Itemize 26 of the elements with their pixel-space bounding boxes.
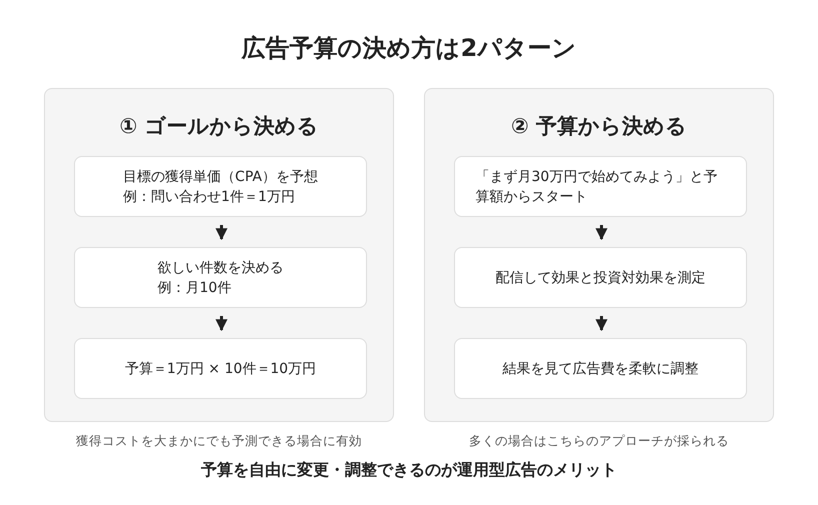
arrow	[596, 316, 608, 332]
panel-heading: ② 予算から決める	[510, 113, 688, 140]
diagram-title: 広告予算の決め方は2パターン	[242, 33, 576, 64]
arrow	[216, 225, 228, 240]
step-box	[454, 338, 747, 399]
step-text: 例：月10件	[158, 278, 232, 298]
step-text: 配信して効果と投資対効果を測定	[496, 268, 706, 288]
panel	[44, 88, 394, 422]
arrow	[216, 316, 228, 332]
footer-note: 予算を自由に変更・調整できるのが運用型広告のメリット	[201, 459, 617, 481]
step-text: 欲しい件数を決める	[158, 258, 284, 278]
step-box	[74, 156, 367, 217]
step-text: 予算＝1万円 × 10件＝10万円	[124, 360, 316, 378]
step-text: 目標の獲得単価（CPA）を予想	[123, 168, 318, 186]
panel-note: 多くの場合はこちらのアプローチが採られる	[468, 432, 730, 450]
step-box	[454, 247, 747, 308]
panel	[424, 88, 774, 422]
step-text: 「まず月30万円で始めてみよう」と予算額からスタート	[476, 168, 718, 206]
step-text: 結果を見て広告費を柔軟に調整	[502, 360, 698, 378]
step-box	[454, 156, 747, 217]
panel-note: 獲得コストを大まかにでも予測できる場合に有効	[75, 432, 363, 450]
step-text: 例：問い合わせ1件＝1万円	[123, 188, 295, 206]
arrow	[596, 225, 608, 240]
step-box	[74, 247, 367, 308]
panel-heading: ① ゴールから決める	[119, 113, 319, 140]
step-box	[74, 338, 367, 399]
